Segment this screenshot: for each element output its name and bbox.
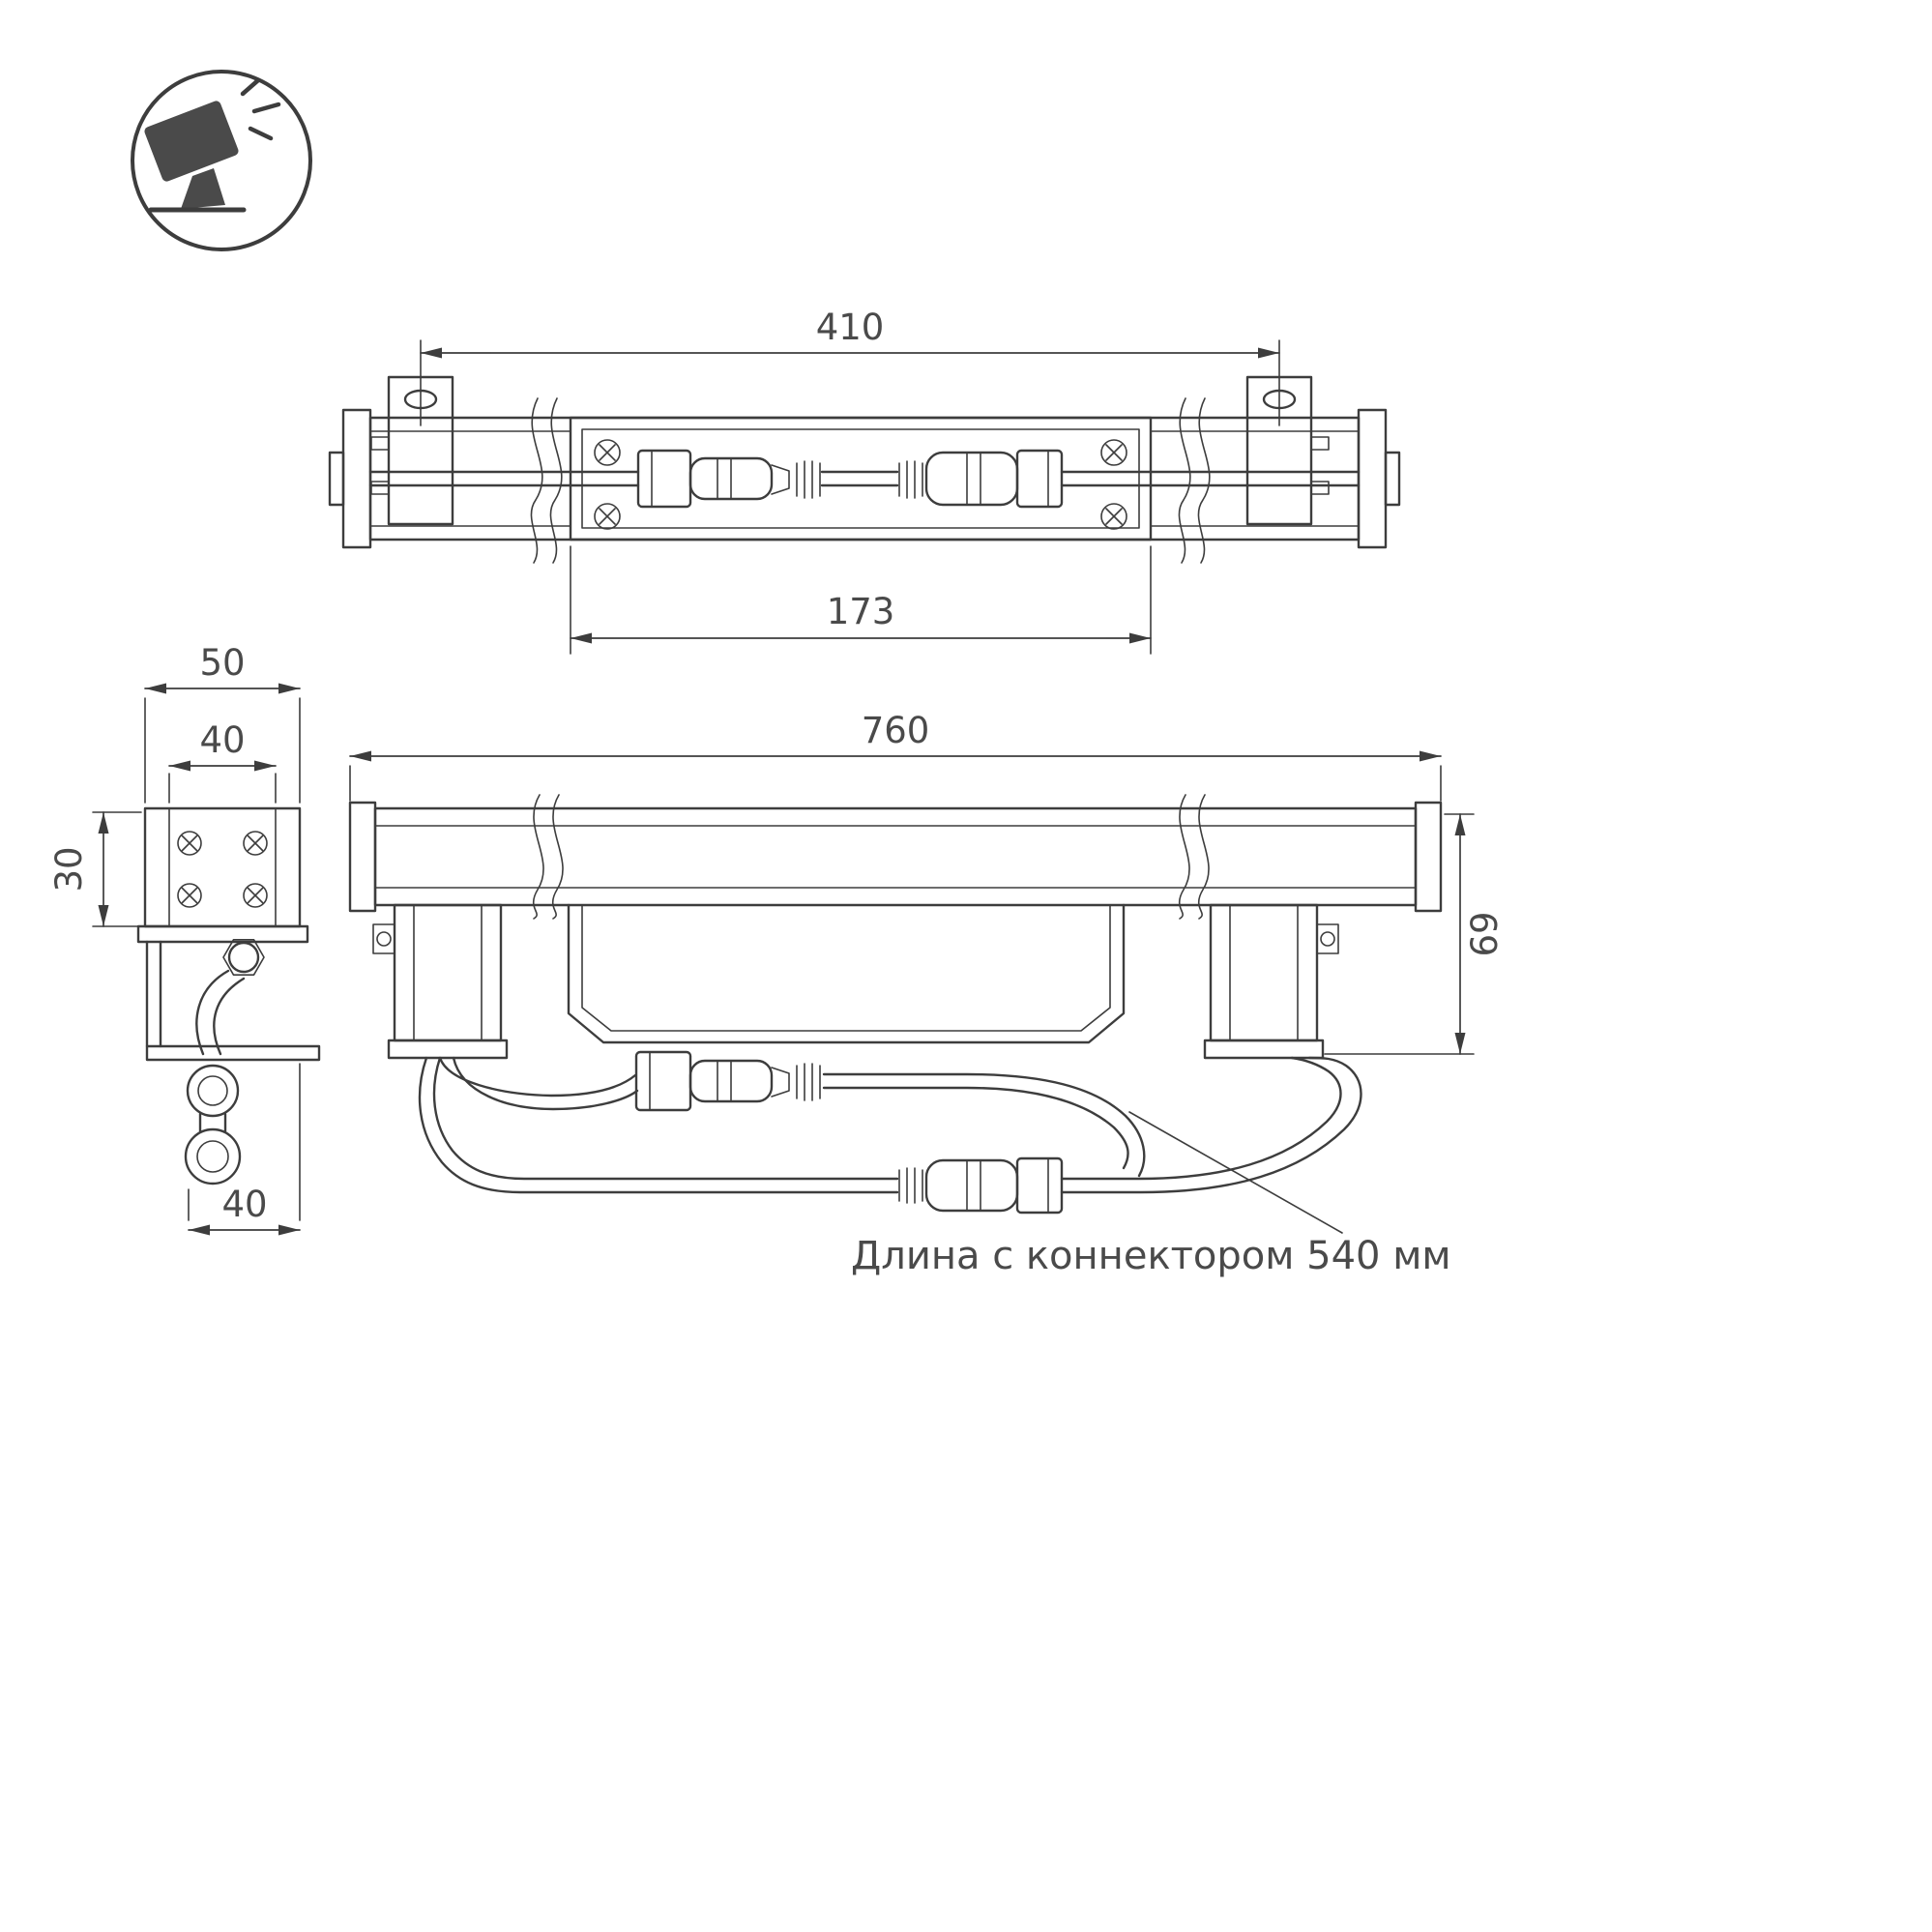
wiring-channel	[569, 416, 1153, 542]
spotlight-icon	[144, 77, 281, 213]
phillips-screw	[594, 503, 621, 530]
mounting-bracket-left	[370, 375, 454, 526]
spotlight-fixture-icon	[131, 70, 312, 251]
cable-top-view	[368, 470, 1361, 487]
driver-box	[567, 903, 1126, 1044]
phillips-screw	[243, 883, 268, 908]
dim-760: 760	[349, 710, 1442, 802]
cable-upper-tail	[822, 1072, 1146, 1178]
break-lines-front-view	[532, 794, 1210, 920]
phillips-screw	[177, 883, 202, 908]
dim-173-label: 173	[827, 591, 895, 632]
end-plate	[143, 806, 302, 928]
dim-40-top-label: 40	[199, 719, 245, 761]
leader-line	[1128, 1111, 1343, 1234]
side-cable	[184, 969, 246, 1186]
dim-40-bottom: 40	[188, 1063, 301, 1236]
connector-pair-lower	[898, 1156, 1064, 1215]
cable-connector-end	[184, 1127, 242, 1186]
dim-50: 50	[144, 642, 301, 804]
connector-male-top-view	[636, 449, 821, 509]
dim-30: 30	[48, 811, 142, 927]
phillips-screw	[1100, 439, 1127, 466]
dim-69: 69	[1324, 813, 1506, 1055]
rail-top-view	[328, 408, 1401, 549]
cable-upper	[438, 1056, 639, 1111]
clamp-bolt	[376, 931, 392, 947]
connector-length-note: Длина с коннектором 540 мм	[851, 1234, 1451, 1278]
dim-40-bottom-label: 40	[221, 1184, 267, 1225]
mounting-bracket-right	[1245, 375, 1330, 526]
dim-410-label: 410	[816, 307, 885, 348]
dim-173: 173	[570, 545, 1152, 655]
cable-loop-lower	[418, 1056, 1362, 1194]
dim-410: 410	[420, 307, 1280, 426]
clamp-knob	[222, 938, 265, 977]
clamp-bolt	[1320, 931, 1335, 947]
connector-pair-upper	[634, 1050, 821, 1112]
front-view: 760	[348, 710, 1506, 1278]
phillips-screw	[177, 831, 202, 856]
connector-female-top-view	[898, 449, 1064, 509]
dim-760-label: 760	[862, 710, 930, 751]
side-bracket	[136, 924, 321, 1062]
top-view: 410	[328, 307, 1401, 655]
spotlight-stand	[181, 168, 225, 209]
dim-50-label: 50	[199, 642, 245, 684]
phillips-screw	[594, 439, 621, 466]
icon-circle	[131, 70, 312, 251]
dim-69-label: 69	[1464, 911, 1506, 956]
light-rays-icon	[240, 77, 281, 141]
phillips-screw	[243, 831, 268, 856]
dim-30-label: 30	[48, 846, 90, 892]
break-lines-top-view	[530, 397, 1211, 564]
clamp-left	[372, 903, 509, 1060]
dim-40-top: 40	[168, 719, 277, 804]
phillips-screw	[1100, 503, 1127, 530]
cable-ring	[186, 1064, 240, 1118]
clamp-right	[1203, 903, 1339, 1060]
side-view: 50 40	[48, 642, 321, 1236]
rail-front-view	[348, 801, 1443, 913]
